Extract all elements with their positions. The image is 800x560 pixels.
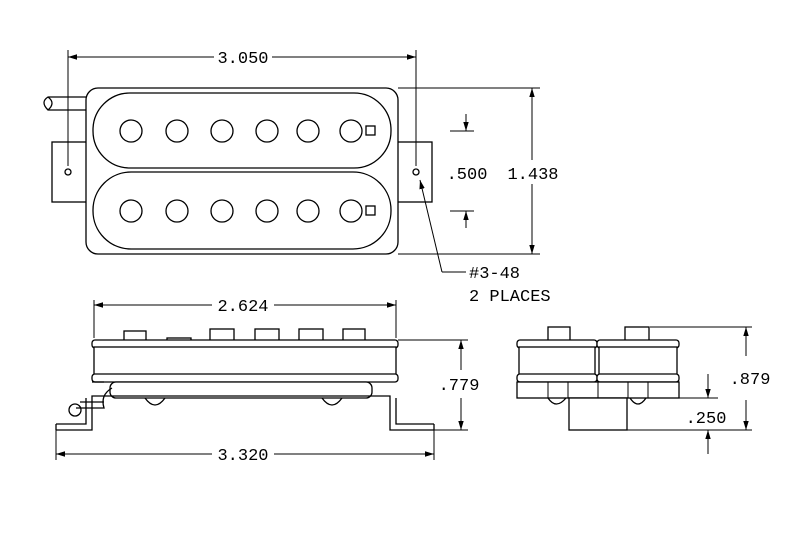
dimension-height: .779 [398,339,480,431]
cover-length-label: 2.624 [217,298,268,317]
base-length-label: 3.320 [217,447,268,466]
height-label: .779 [439,377,480,396]
end-pole-left [547,326,571,342]
left-mounting-ear [51,141,89,203]
right-mounting-hole [412,168,420,176]
screw-note: #3-48 2 PLACES [419,179,551,307]
pole-pieces-top [119,119,376,143]
dimension-total-height: .879 [627,326,771,431]
overall-width-label: 1.438 [507,166,558,185]
dimension-overall-length: 3.050 [67,50,417,166]
pole-spacing-label: .500 [447,166,488,185]
side-cover-body [93,346,397,376]
top-view: 3.050 .500 1.438 #3-48 2 PLACES [43,50,559,307]
side-under-screws [144,397,343,406]
left-mounting-hole [64,168,72,176]
foot-height-label: .250 [686,410,727,429]
total-height-label: .879 [730,371,771,390]
side-cover-bottom [91,373,399,383]
screw-count-label: 2 PLACES [469,288,551,307]
dimension-overall-width: 1.438 [398,87,559,255]
end-pole-right [624,326,650,342]
dimension-pole-spacing: .500 [447,114,488,228]
right-mounting-ear [395,141,433,203]
coil-bottom [92,171,392,250]
end-foot [568,397,628,431]
side-lead-wire [68,381,113,417]
side-mounting-bracket [56,395,434,431]
screw-size-label: #3-48 [469,265,520,284]
lead-wire [43,96,90,111]
side-pole-screws [123,328,366,342]
dimension-foot-height: .250 [679,374,726,454]
dimension-base-length: 3.320 [55,430,435,466]
end-view: .879 .250 [516,326,771,454]
dimension-cover-length: 2.624 [93,298,397,338]
pole-pieces-bottom [119,199,376,223]
overall-length-label: 3.050 [217,50,268,69]
side-view: 2.624 .779 3.320 [55,298,480,466]
coil-top [92,92,392,169]
